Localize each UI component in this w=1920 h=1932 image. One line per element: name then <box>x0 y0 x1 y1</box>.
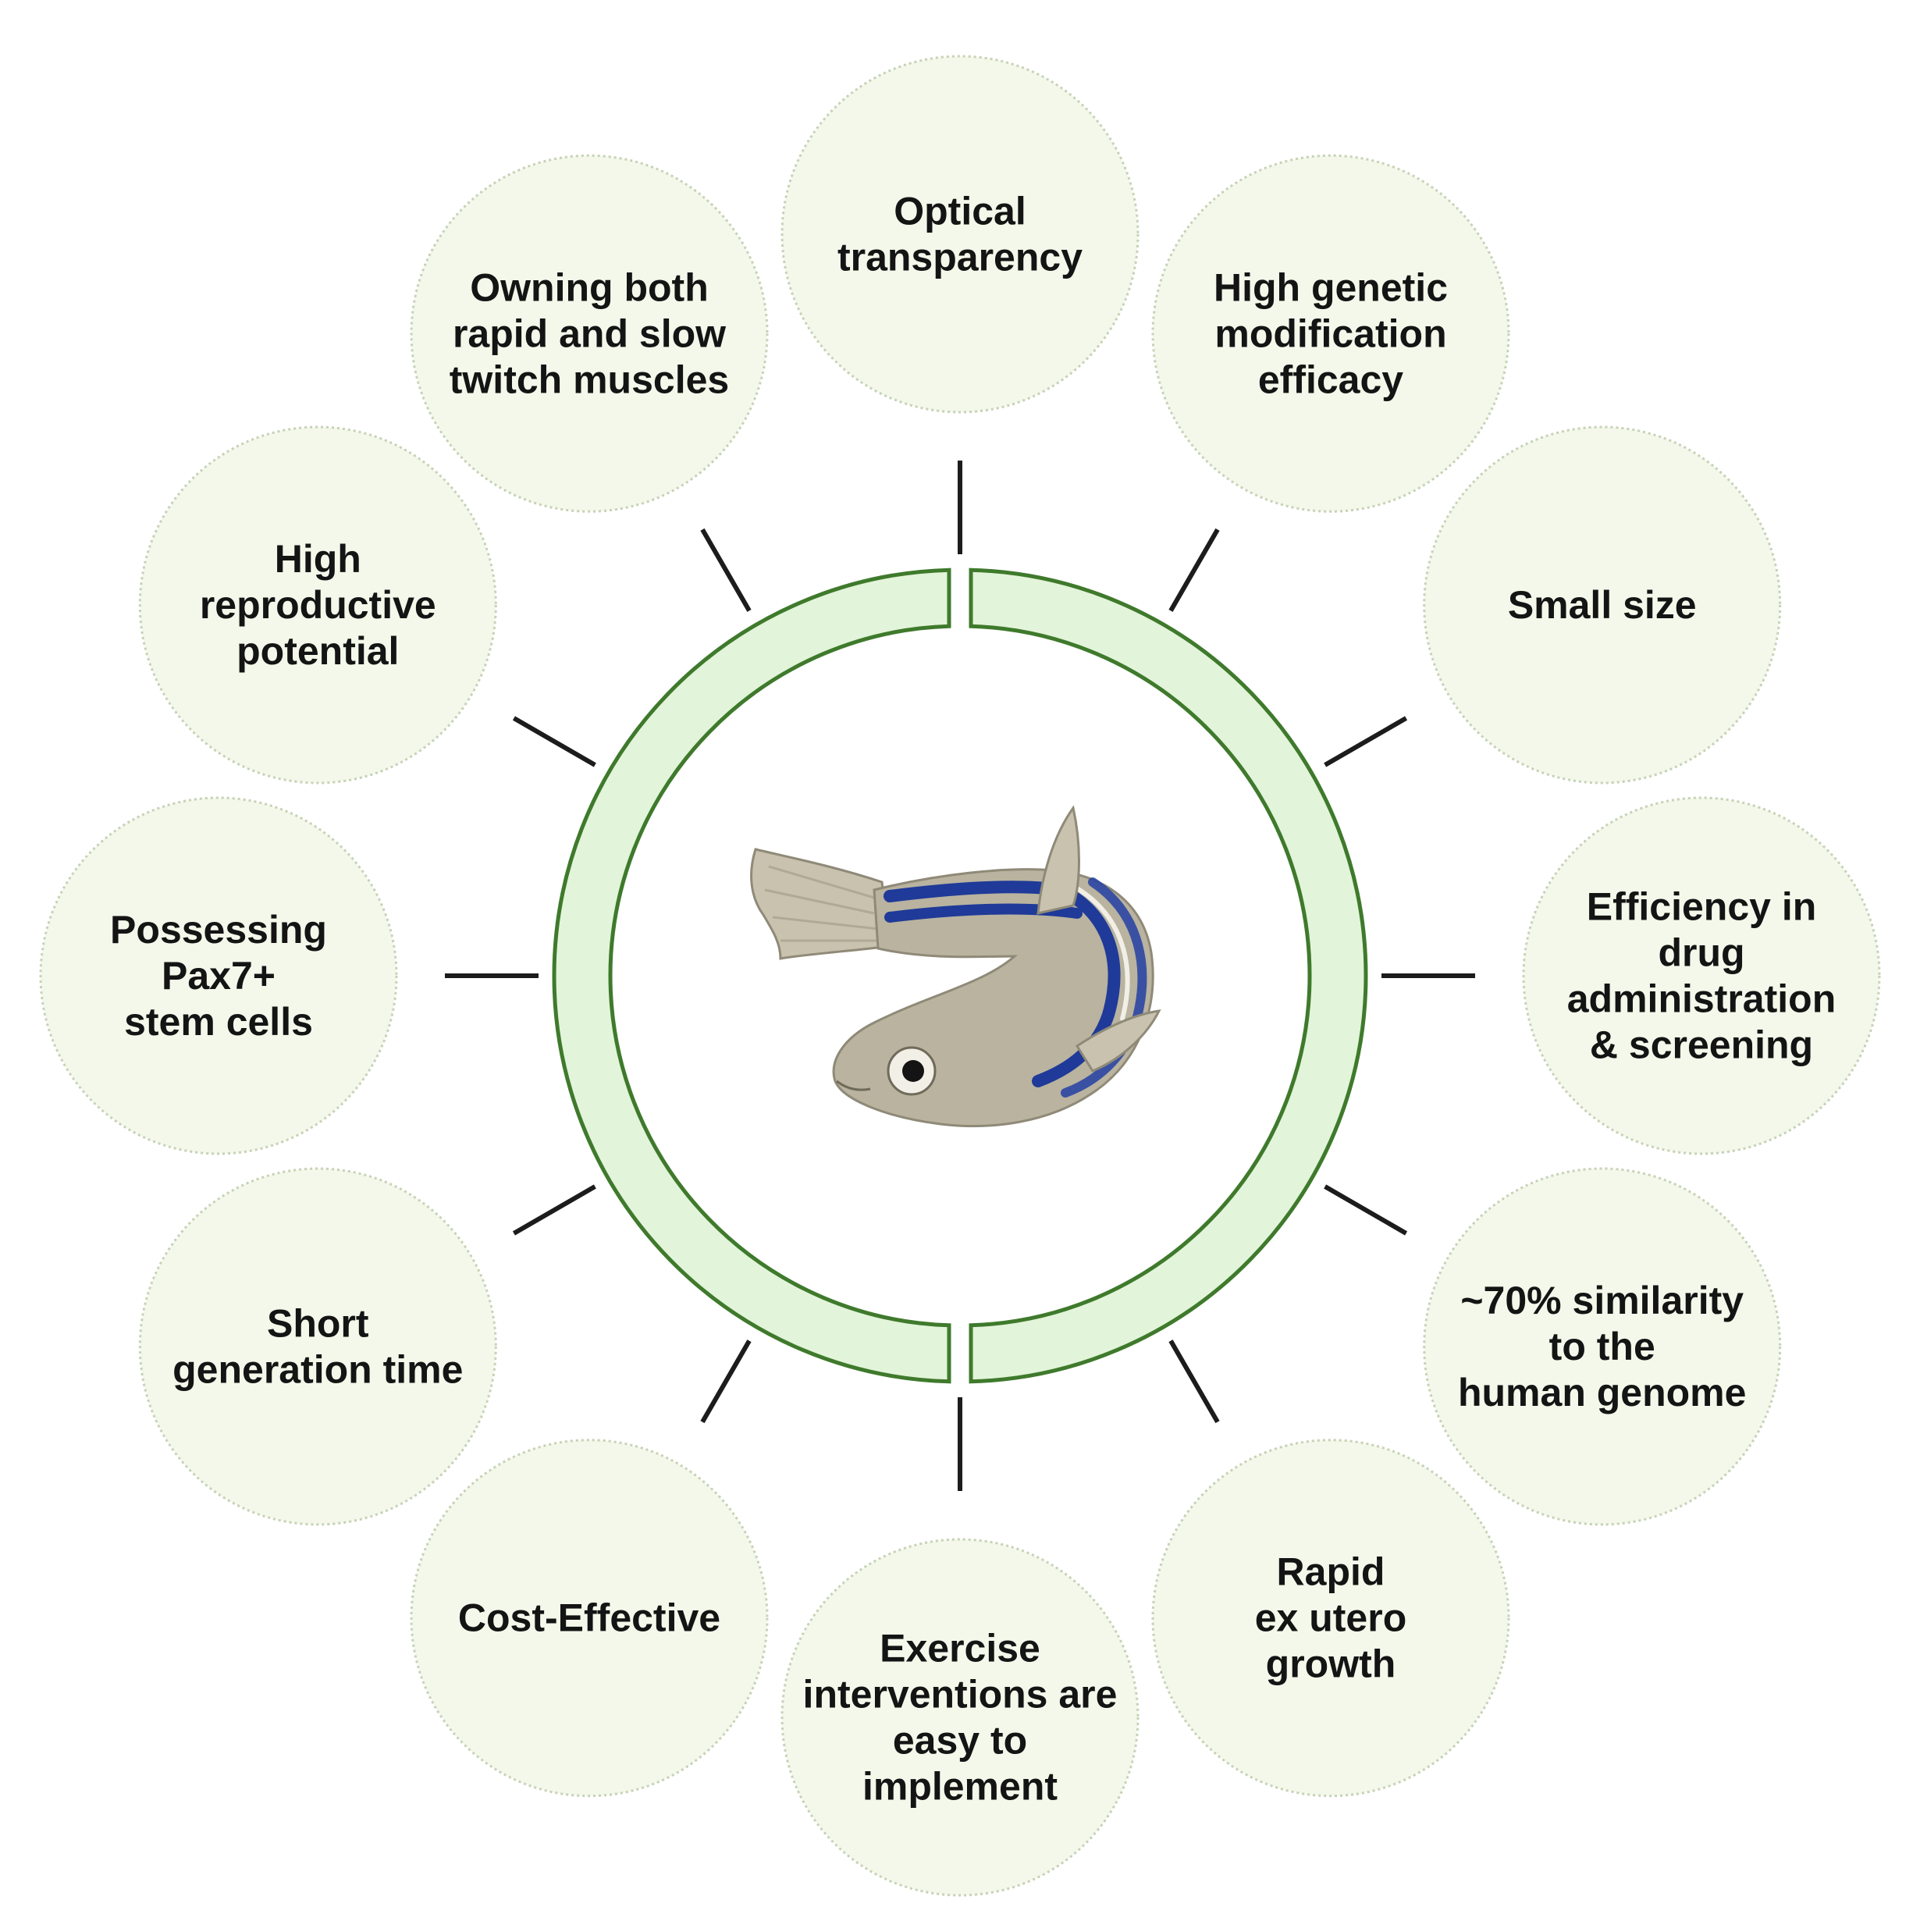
bubble-label-line: twitch muscles <box>450 358 729 401</box>
bubble-label-line: Exercise <box>880 1627 1040 1670</box>
bubble-label-line: transparency <box>837 236 1083 279</box>
bubble-circle <box>410 1439 769 1798</box>
fish-pectoral-fin <box>1075 1009 1161 1073</box>
bubble-circle <box>780 55 1140 414</box>
bubble-label-line: to the <box>1549 1325 1655 1368</box>
bubble-circle <box>1423 1167 1782 1526</box>
bubble-label-line: High <box>275 537 361 581</box>
bubble-cost-effective: Cost-Effective <box>410 1439 769 1798</box>
bubble-circle <box>1151 154 1510 513</box>
connector-high-genetic-modification-efficacy <box>1168 528 1220 612</box>
bubble-label-line: Rapid <box>1277 1550 1385 1594</box>
bubble-label-line: ex utero <box>1255 1596 1407 1640</box>
ring-half-left <box>552 568 951 1384</box>
connector-cost-effective <box>700 1340 752 1424</box>
bubble-label-line: drug <box>1658 931 1744 975</box>
bubble-circle <box>39 796 398 1155</box>
bubble-label-line: modification <box>1214 311 1446 355</box>
bubble-label-line: growth <box>1266 1642 1396 1686</box>
bubble-label-line: High genetic <box>1214 265 1448 309</box>
connector-short-generation-time <box>512 1184 596 1236</box>
bubble-label-line: interventions are <box>803 1673 1118 1717</box>
fish-eye-pupil <box>902 1060 924 1082</box>
fish-dorsal-fin <box>1036 805 1080 915</box>
bubble-label-line: Cost-Effective <box>458 1596 720 1640</box>
central-ring <box>552 568 1368 1384</box>
connector-high-reproductive-potential <box>512 716 596 767</box>
fish-mouth <box>836 1080 871 1091</box>
bubble-small-size: Small size <box>1423 425 1782 785</box>
bubble-label-line: efficacy <box>1258 358 1403 401</box>
bubble-label-line: Optical <box>894 190 1026 233</box>
connector-rapid-slow-twitch-muscles <box>700 528 752 612</box>
bubble-label-line: potential <box>236 629 399 673</box>
bubble-circle <box>138 425 497 785</box>
bubble-label-line: Owning both <box>470 265 708 309</box>
bubble-label-line: reproductive <box>200 583 436 627</box>
bubble-label-line: easy to <box>893 1719 1027 1763</box>
bubble-label-line: Small size <box>1508 583 1697 627</box>
bubble-label-line: implement <box>862 1765 1058 1809</box>
fish-tail-rays <box>764 865 882 942</box>
connector-lines <box>445 461 1475 1491</box>
fish-tail-fin <box>750 848 891 960</box>
fish-stripe-3 <box>1032 884 1121 1087</box>
bubble-label-line: ~70% similarity <box>1460 1279 1744 1322</box>
bubble-circle <box>780 1538 1140 1897</box>
fish-stripe-highlight <box>1075 886 1130 1021</box>
bubble-circle <box>410 154 769 513</box>
connector-rapid-ex-utero-growth <box>1168 1340 1220 1424</box>
connector-genome-similarity <box>1324 1184 1408 1236</box>
bubble-circle <box>1151 1439 1510 1798</box>
zebrafish-illustration <box>750 805 1161 1128</box>
bubble-label-line: Possessing <box>110 908 327 952</box>
bubble-label-line: rapid and slow <box>453 311 726 355</box>
bubble-circle <box>1423 425 1782 785</box>
bubble-label-line: & screening <box>1590 1023 1813 1067</box>
bubble-circle <box>1522 796 1881 1155</box>
bubble-label-line: Short <box>267 1302 369 1346</box>
bubble-circle <box>138 1167 497 1526</box>
bubble-label-line: Efficiency in <box>1587 885 1817 929</box>
bubble-label-line: Pax7+ <box>162 954 276 998</box>
fish-stripe-2 <box>884 903 1083 923</box>
bubble-label-line: generation time <box>172 1348 463 1392</box>
ring-half-right <box>969 568 1368 1384</box>
bubble-label-line: administration <box>1567 977 1836 1021</box>
bubble-label-line: human genome <box>1458 1371 1746 1414</box>
connector-small-size <box>1324 716 1408 767</box>
bubble-label-line: stem cells <box>124 1000 313 1044</box>
